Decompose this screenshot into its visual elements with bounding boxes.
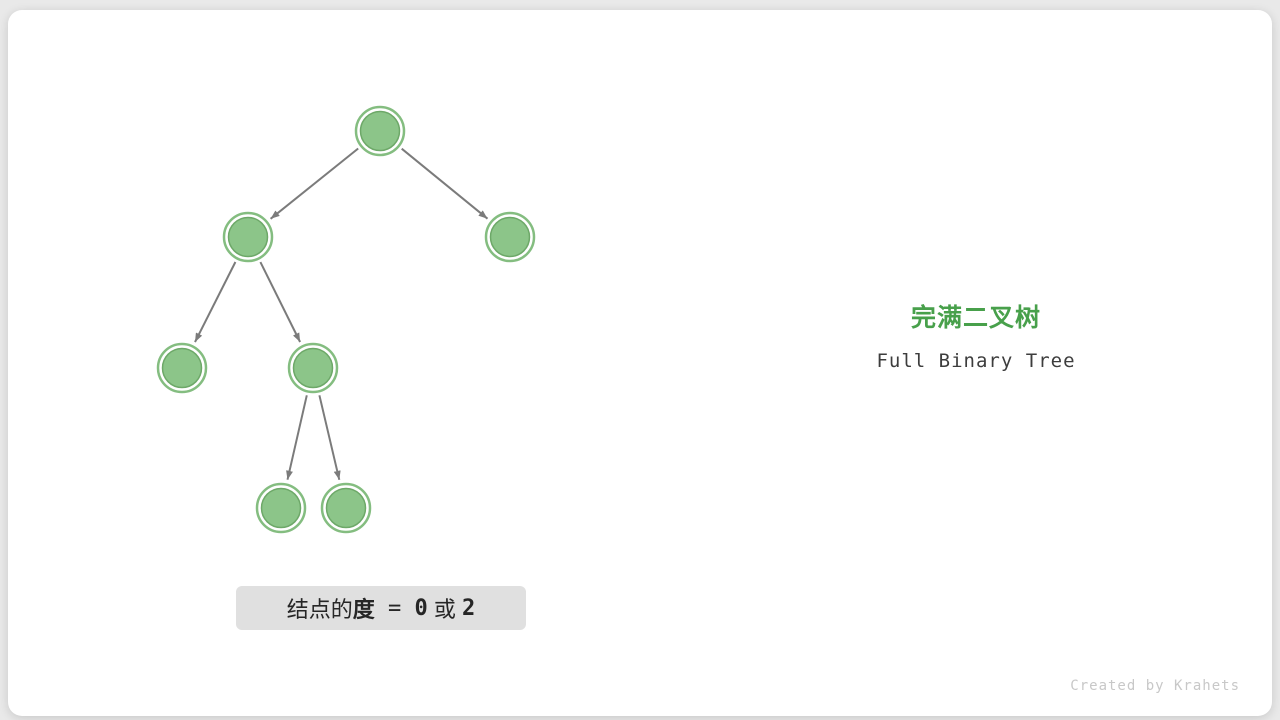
tree-node — [255, 482, 307, 534]
degree-caption: 结点的 度 = 0 或 2 — [236, 586, 526, 630]
tree-node — [156, 342, 208, 394]
tree-edge — [286, 395, 308, 480]
caption-part: 度 — [352, 597, 375, 622]
caption-part: 或 — [427, 597, 462, 622]
tree-edge — [401, 147, 489, 220]
tree-node — [484, 211, 536, 263]
tree-node — [354, 105, 406, 157]
title-english: Full Binary Tree — [876, 350, 1076, 372]
tree-svg — [156, 105, 536, 534]
tree-node — [287, 342, 339, 394]
tree-node — [320, 482, 372, 534]
credit-text: Created by Krahets — [1070, 678, 1240, 694]
caption-part: = — [374, 595, 415, 621]
diagram-card: 完满二叉树 Full Binary Tree 结点的 度 = 0 或 2 Cre… — [8, 10, 1272, 716]
caption-part: 0 — [414, 595, 428, 621]
caption-part: 结点的 — [286, 597, 353, 622]
caption-part: 2 — [462, 595, 476, 621]
title-block: 完满二叉树 Full Binary Tree — [796, 298, 1156, 372]
title-chinese: 完满二叉树 — [910, 304, 1041, 332]
tree-edge — [194, 261, 237, 343]
tree-edge — [259, 261, 301, 343]
tree-edge — [269, 147, 359, 220]
tree-edge — [318, 395, 341, 481]
tree-node — [222, 211, 274, 263]
